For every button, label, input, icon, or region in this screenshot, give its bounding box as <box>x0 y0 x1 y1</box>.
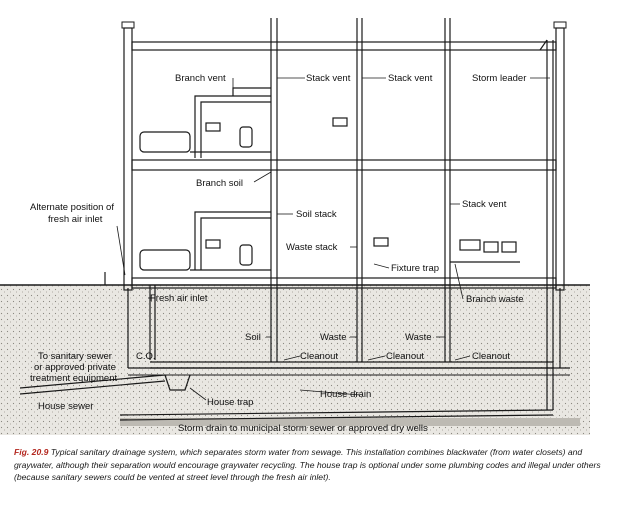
leader-lines <box>116 77 550 401</box>
building-structure <box>121 21 567 368</box>
label-storm-leader: Storm leader <box>472 73 526 84</box>
label-waste-stack: Waste stack <box>286 242 338 253</box>
label-branch-soil: Branch soil <box>196 178 243 189</box>
label-house-sewer: House sewer <box>38 401 93 412</box>
label-fixture-trap: Fixture trap <box>391 263 439 274</box>
label-storm-drain: Storm drain to municipal storm sewer or … <box>178 423 428 434</box>
label-cleanout-3: Cleanout <box>472 351 510 362</box>
label-stack-vent-1: Stack vent <box>306 73 351 84</box>
plumbing-diagram: Branch vent Stack vent Stack vent Storm … <box>0 18 590 435</box>
label-to-sanitary-sewer-2: or approved private <box>34 362 116 373</box>
label-waste-2: Waste <box>405 332 432 343</box>
label-alternate-position-2: fresh air inlet <box>48 214 103 225</box>
label-fresh-air-inlet: Fresh air inlet <box>150 293 208 304</box>
diagram-labels: Branch vent Stack vent Stack vent Storm … <box>30 73 526 434</box>
caption-text: Typical sanitary drainage system, which … <box>14 447 601 482</box>
label-cleanout-2: Cleanout <box>386 351 424 362</box>
label-to-sanitary-sewer-1: To sanitary sewer <box>38 351 112 362</box>
label-cleanout-1: Cleanout <box>300 351 338 362</box>
figure-number: Fig. 20.9 <box>14 447 49 457</box>
label-branch-vent: Branch vent <box>175 73 226 84</box>
label-house-drain: House drain <box>320 389 371 400</box>
label-stack-vent-3: Stack vent <box>462 199 507 210</box>
label-co: C.O. <box>136 351 156 362</box>
label-soil: Soil <box>245 332 261 343</box>
pipes <box>19 18 554 421</box>
label-to-sanitary-sewer-3: treatment equipment <box>30 373 117 384</box>
label-soil-stack: Soil stack <box>296 209 337 220</box>
label-house-trap: House trap <box>207 397 253 408</box>
label-alternate-position: Alternate position of <box>30 202 114 213</box>
label-waste-1: Waste <box>320 332 347 343</box>
figure-caption: Fig. 20.9 Typical sanitary drainage syst… <box>14 446 606 484</box>
ground-section <box>0 284 590 435</box>
label-stack-vent-2: Stack vent <box>388 73 433 84</box>
label-branch-waste: Branch waste <box>466 294 524 305</box>
